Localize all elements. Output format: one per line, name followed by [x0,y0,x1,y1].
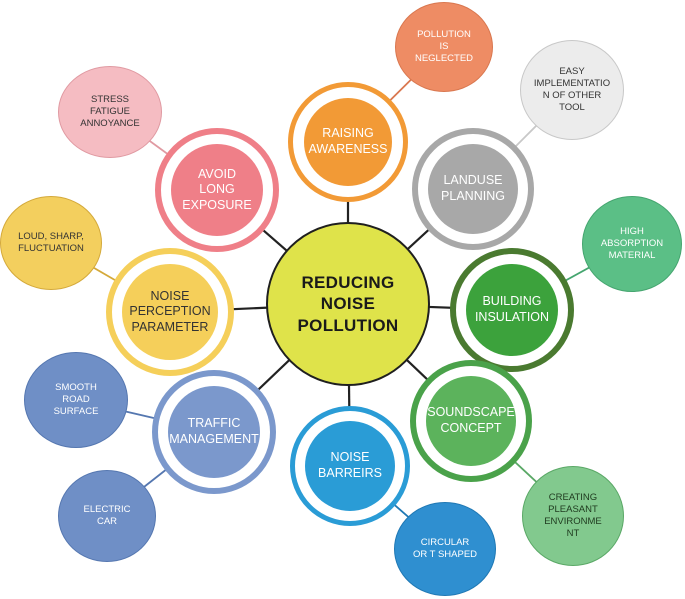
branch-soundscape-concept-label: SOUNDSCAPE CONCEPT [427,405,515,435]
center-node: REDUCING NOISE POLLUTION [266,222,430,386]
leaf-loud-sharp-fluctuation-label: LOUD, SHARP, FLUCTUATION [18,231,84,254]
branch-landuse-planning-label: LANDUSE PLANNING [441,173,505,203]
leaf-circular-or-t-shaped-label: CIRCULAR OR T SHAPED [412,537,478,560]
branch-noise-perception-parameter: NOISE PERCEPTION PARAMETER [106,248,234,376]
leaf-stress-fatigue-annoyance: STRESS FATIGUE ANNOYANCE [58,66,162,158]
branch-building-insulation-label: BUILDING INSULATION [474,294,550,324]
leaf-loud-sharp-fluctuation: LOUD, SHARP, FLUCTUATION [0,196,102,290]
leaf-circular-or-t-shaped: CIRCULAR OR T SHAPED [394,502,496,596]
branch-noise-perception-parameter-label: NOISE PERCEPTION PARAMETER [129,288,211,334]
leaf-electric-car-label: ELECTRIC CAR [83,504,131,527]
leaf-creating-pleasant-environment-label: CREATING PLEASANT ENVIRONME NT [544,492,602,539]
leaf-smooth-road-surface-label: SMOOTH ROAD SURFACE [53,382,99,417]
branch-landuse-planning: LANDUSE PLANNING [412,128,534,250]
branch-avoid-long-exposure: AVOID LONG EXPOSURE [155,128,279,252]
leaf-pollution-is-neglected: POLLUTION IS NEGLECTED [395,2,493,92]
branch-building-insulation: BUILDING INSULATION [450,248,574,372]
branch-raising-awareness: RAISING AWARENESS [288,82,408,202]
leaf-stress-fatigue-annoyance-label: STRESS FATIGUE ANNOYANCE [80,94,140,129]
leaf-easy-implementation: EASY IMPLEMENTATIO N OF OTHER TOOL [520,40,624,140]
branch-soundscape-concept: SOUNDSCAPE CONCEPT [410,360,532,482]
leaf-high-absorption-material: HIGH ABSORPTION MATERIAL [582,196,682,292]
leaf-high-absorption-material-label: HIGH ABSORPTION MATERIAL [600,226,664,261]
branch-noise-barreirs: NOISE BARREIRS [290,406,410,526]
leaf-creating-pleasant-environment: CREATING PLEASANT ENVIRONME NT [522,466,624,566]
branch-raising-awareness-label: RAISING AWARENESS [308,126,388,156]
branch-avoid-long-exposure-label: AVOID LONG EXPOSURE [182,166,252,212]
branch-traffic-management-label: TRAFFIC MANAGEMENT [169,416,259,446]
center-label: REDUCING NOISE POLLUTION [297,273,399,335]
leaf-smooth-road-surface: SMOOTH ROAD SURFACE [24,352,128,448]
leaf-easy-implementation-label: EASY IMPLEMENTATIO N OF OTHER TOOL [533,66,611,113]
leaf-electric-car: ELECTRIC CAR [58,470,156,562]
branch-noise-barreirs-label: NOISE BARREIRS [318,450,382,480]
branch-traffic-management: TRAFFIC MANAGEMENT [152,370,276,494]
leaf-pollution-is-neglected-label: POLLUTION IS NEGLECTED [414,29,474,64]
